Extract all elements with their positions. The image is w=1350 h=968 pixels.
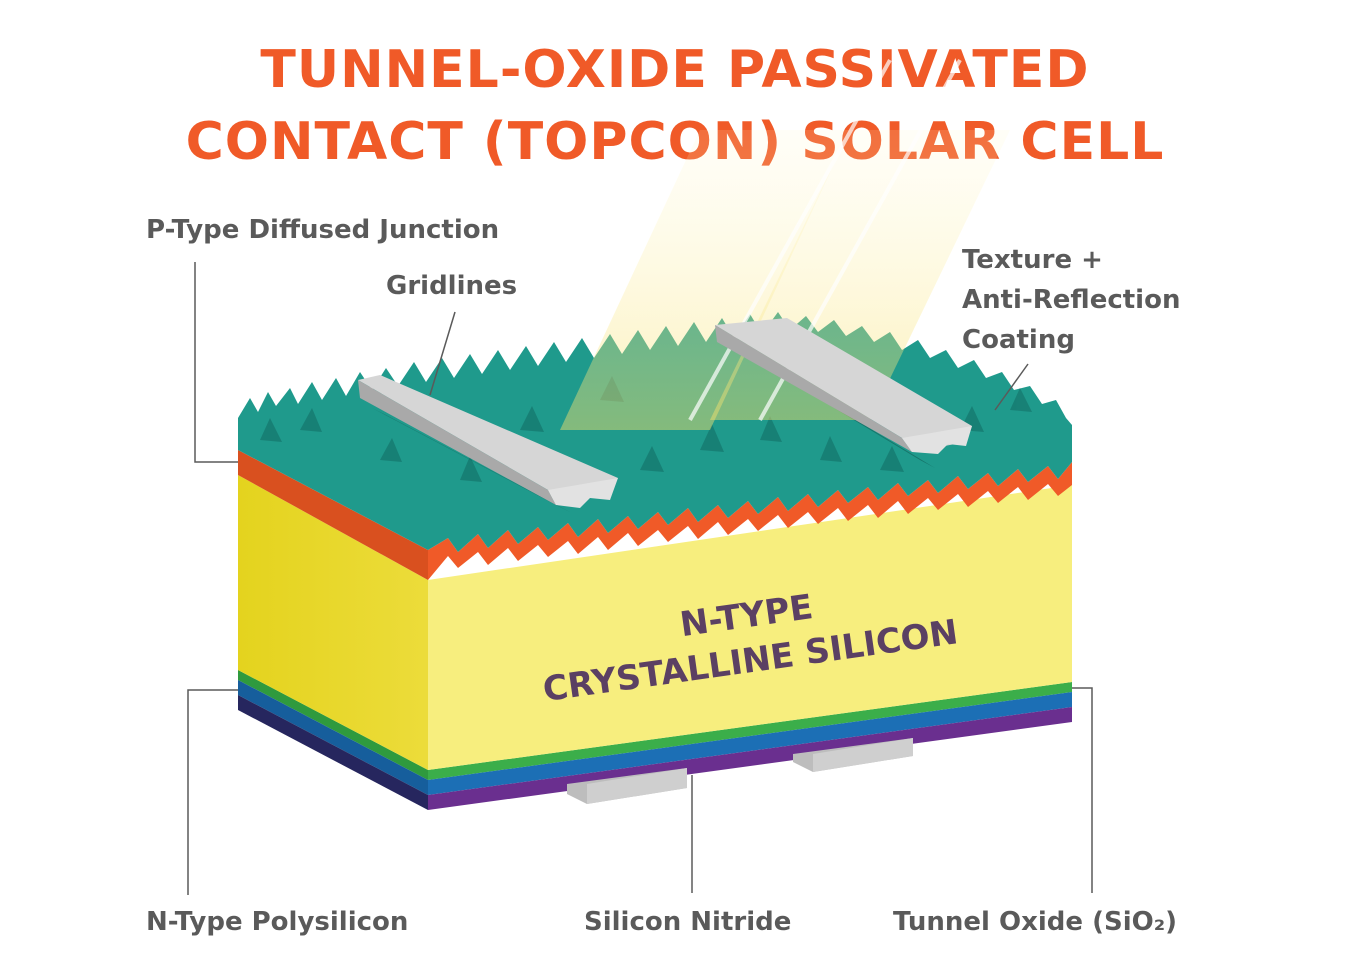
rear-contact-left bbox=[567, 768, 687, 804]
label-p-type-diffused-junction: P-Type Diffused Junction bbox=[146, 215, 500, 245]
bottom-layer-side-blue bbox=[238, 680, 428, 795]
bottom-layer-side-navy bbox=[238, 695, 428, 810]
gridline-bar-right bbox=[715, 318, 972, 454]
label-texture-line1: Texture + bbox=[962, 245, 1103, 275]
n-type-side-face bbox=[238, 475, 428, 770]
label-texture-line3: Coating bbox=[962, 325, 1075, 355]
light-beam-left bbox=[560, 130, 850, 430]
label-n-type-polysilicon: N-Type Polysilicon bbox=[146, 907, 409, 937]
light-ray-1 bbox=[688, 59, 892, 421]
label-texture-line2: Anti-Reflection bbox=[962, 285, 1181, 315]
bottom-layer-green bbox=[428, 682, 1072, 780]
gridline-shadow-left bbox=[372, 408, 570, 512]
bottom-layer-side-green bbox=[238, 670, 428, 780]
leader-texture bbox=[994, 363, 1029, 411]
n-type-front-face bbox=[428, 485, 1072, 770]
gridline-bar-left bbox=[358, 375, 618, 508]
leader-tunnel-oxide bbox=[1072, 687, 1093, 893]
label-silicon-nitride: Silicon Nitride bbox=[584, 907, 792, 937]
p-type-front-band bbox=[428, 462, 1072, 580]
leader-n-poly bbox=[187, 689, 238, 895]
label-gridlines: Gridlines bbox=[386, 271, 518, 301]
bottom-layer-blue bbox=[428, 692, 1072, 795]
rear-contact-right bbox=[793, 738, 913, 772]
leader-p-type bbox=[194, 262, 238, 463]
label-tunnel-oxide: Tunnel Oxide (SiO₂) bbox=[893, 907, 1177, 937]
p-type-side-band bbox=[238, 450, 428, 580]
leader-gridlines bbox=[429, 311, 456, 396]
title-line-1: TUNNEL-OXIDE PASSIVATED bbox=[260, 40, 1090, 100]
